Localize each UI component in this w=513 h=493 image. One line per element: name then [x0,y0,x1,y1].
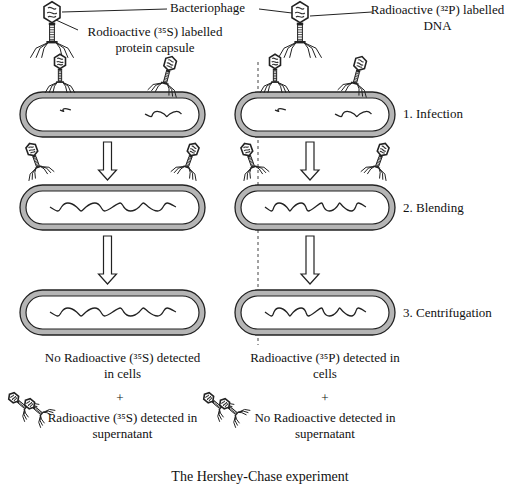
dna-strand [335,111,371,116]
bacterial-cell [235,92,395,137]
title-label: Bacteriophage [170,0,270,16]
bacteriophage [45,54,75,93]
step-arrow [99,236,117,284]
result-text: Radioactive (³⁵S) detected in supernatan… [40,410,205,443]
bacterial-cell [235,185,395,230]
step-arrow [301,142,319,180]
result-text: No Radioactive detected in supernatant [250,410,400,443]
dna-strand [145,111,181,116]
bacteriophage [197,386,234,422]
result-text: No Radioactive (³⁵S) detected in cells [40,350,205,383]
step-label: 1. Infection [403,106,511,122]
dna-strand [265,308,366,316]
bacterial-cell [20,290,205,335]
bacteriophage [338,53,377,98]
bacterial-cell [235,290,395,335]
step-label: 2. Blending [403,200,511,216]
bacteriophage [361,139,398,181]
caption: The Hershey-Chase experiment [100,468,420,486]
bacteriophage [17,139,54,181]
bacteriophage [171,139,208,181]
bacterial-cell [20,92,205,137]
step-label: 3. Centrifugation [403,305,511,321]
bacteriophage [148,53,187,98]
bacteriophage [2,386,39,422]
callout-label: Radioactive (³²P) labelled DNA [370,2,505,35]
callout-label: Rodioactive (³⁵S) labelled protein capsu… [75,24,235,57]
bacteriophage [213,392,250,428]
dna-strand [60,109,71,112]
result-text: Radioactive (³⁵P) detected in cells [250,350,400,383]
dna-strand [50,203,176,211]
dna-strand [265,203,366,211]
dna-strand [50,308,176,316]
plus-sign: + [105,390,135,406]
bacterial-cell [20,185,205,230]
bacteriophage [260,54,290,93]
bacteriophage [278,2,321,58]
bacteriophage [30,2,73,58]
step-arrow [301,236,319,284]
step-arrow [99,142,117,180]
plus-sign: + [310,390,340,406]
bacteriophage [232,139,269,181]
dna-strand [275,109,286,112]
